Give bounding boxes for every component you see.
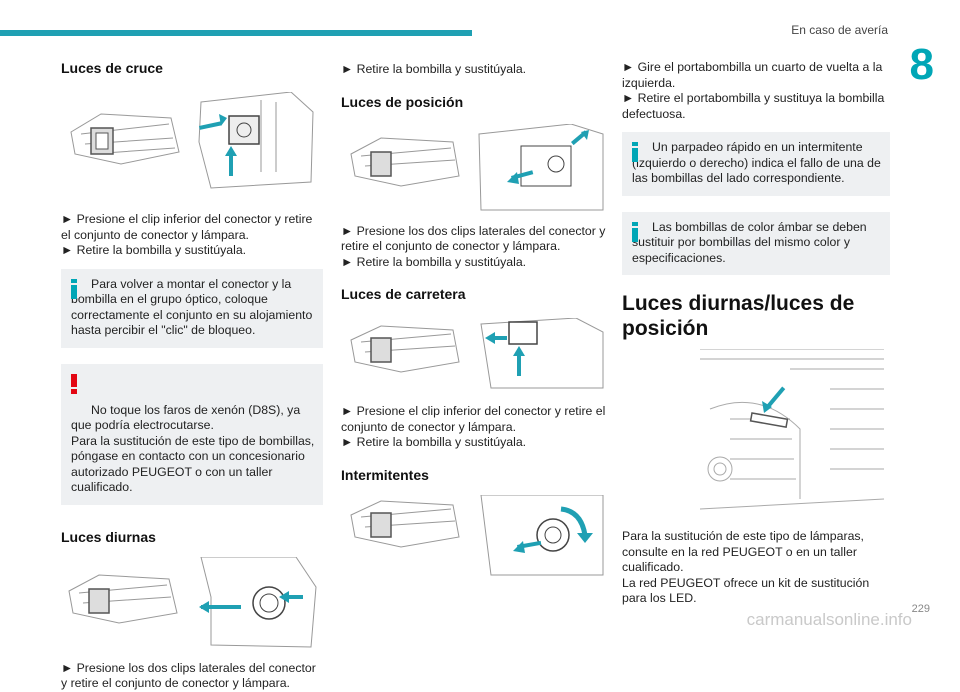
- text-luces-diurnas: ► Presione los dos clips laterales del c…: [61, 660, 316, 691]
- info-note-ambar: Las bombillas de color ámbar se deben su…: [622, 211, 890, 275]
- text-portabombilla: ► Gire el portabombilla un cuarto de vue…: [622, 60, 885, 121]
- headlamp-illustration: [68, 556, 317, 648]
- header-accent-bar: [0, 30, 472, 36]
- warning-note-xenon: No toque los faros de xenón (D8S), ya qu…: [61, 363, 323, 505]
- figure-luces-carretera: [341, 318, 607, 390]
- info-note-text: Un parpadeo rápido en un intermitente (i…: [632, 140, 881, 185]
- text-retire-bombilla: ► Retire la bombilla y sustitúyala.: [341, 62, 527, 76]
- column-2: ► Retire la bombilla y sustitúyala. Luce…: [341, 56, 607, 577]
- text-luces-cruce: ► Presione el clip inferior del conector…: [61, 212, 313, 257]
- heading-luces-cruce: Luces de cruce: [61, 60, 163, 76]
- headlamp-illustration: [70, 92, 314, 189]
- heading-intermitentes: Intermitentes: [341, 466, 429, 483]
- heading-luces-diurnas-posicion: Luces diurnas/luces de posición: [622, 292, 855, 340]
- headlamp-illustration: [350, 123, 604, 210]
- info-note-text: Las bombillas de color ámbar se deben su…: [632, 219, 867, 265]
- warning-icon: [71, 373, 77, 394]
- column-3: ► Gire el portabombilla un cuarto de vue…: [622, 56, 890, 607]
- figure-luces-diurnas: [61, 556, 323, 649]
- warning-note-text: No toque los faros de xenón (D8S), ya qu…: [71, 402, 315, 495]
- front-bumper-illustration: [700, 349, 885, 510]
- figure-luces-diurnas-posicion: [622, 349, 890, 521]
- page-number: 229: [911, 603, 930, 615]
- watermark: carmanualsonline.info: [746, 610, 912, 629]
- headlamp-illustration: [350, 318, 604, 389]
- info-note-parpadeo: Un parpadeo rápido en un intermitente (i…: [622, 132, 890, 196]
- chapter-number: 8: [909, 40, 934, 89]
- heading-luces-diurnas: Luces diurnas: [61, 528, 156, 545]
- info-icon: [71, 278, 77, 299]
- section-title: En caso de avería: [791, 23, 888, 37]
- text-luces-diurnas-posicion: Para la sustitución de este tipo de lámp…: [622, 529, 870, 605]
- headlamp-illustration: [350, 494, 604, 575]
- column-1: Luces de cruce ► Presione el clip inferi…: [61, 56, 323, 692]
- info-note-remontaje: Para volver a montar el conector y la bo…: [61, 268, 323, 348]
- info-icon: [632, 142, 638, 162]
- info-note-text: Para volver a montar el conector y la bo…: [71, 276, 313, 338]
- heading-luces-posicion: Luces de posición: [341, 93, 464, 110]
- figure-intermitentes: [341, 494, 607, 577]
- figure-luces-posicion: [341, 123, 607, 214]
- info-icon: [632, 221, 638, 242]
- text-luces-carretera: ► Presione el clip inferior del conector…: [341, 404, 606, 449]
- text-luces-posicion: ► Presione los dos clips laterales del c…: [341, 223, 606, 269]
- heading-luces-carretera: Luces de carretera: [341, 286, 466, 302]
- figure-luces-cruce: [61, 92, 323, 192]
